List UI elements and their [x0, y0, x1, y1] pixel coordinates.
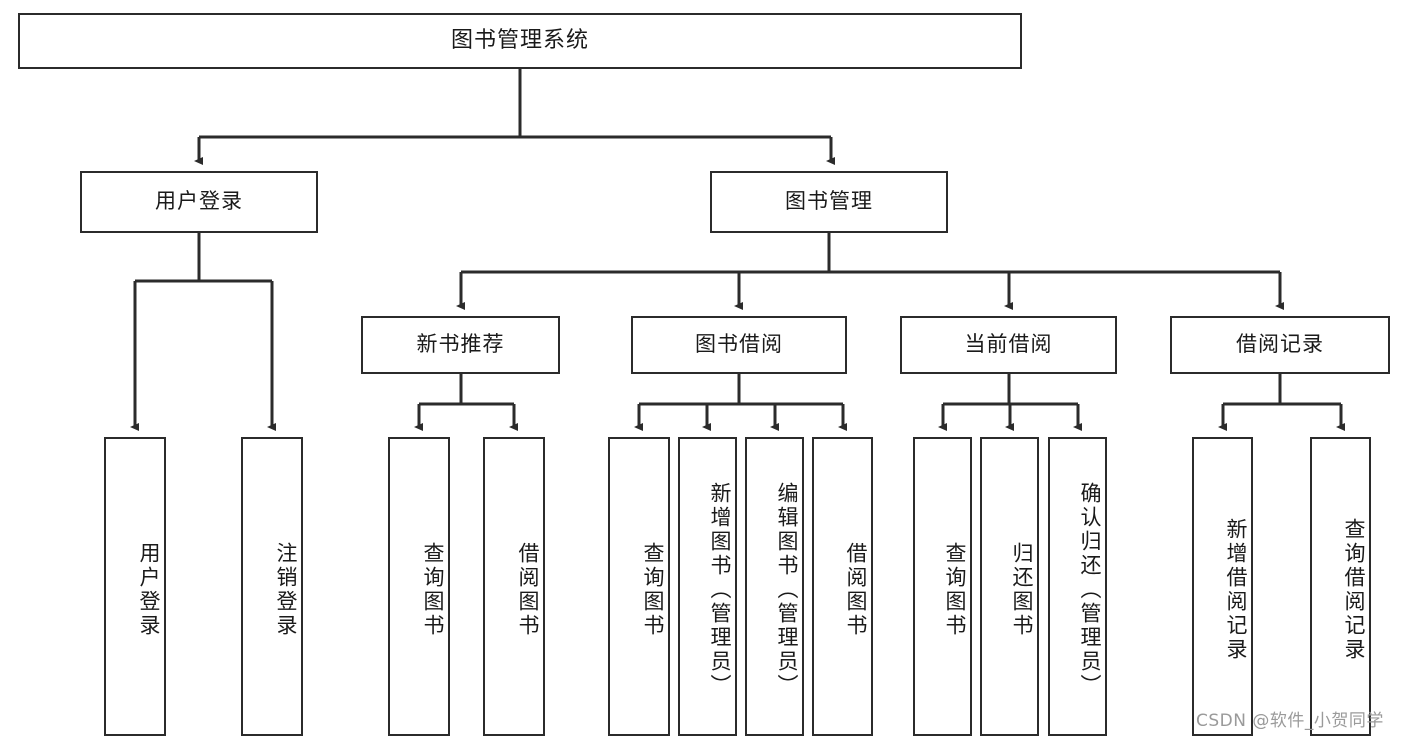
leaf-edit-book-admin-label: 编辑图书（管理员） — [775, 481, 799, 698]
leaf-query-book-recommend[interactable]: 查询图书 — [388, 437, 450, 736]
leaf-add-book-admin-label: 新增图书（管理员） — [708, 481, 732, 698]
leaf-query-book[interactable]: 查询图书 — [608, 437, 670, 736]
leaf-query-book-label: 查询图书 — [641, 541, 665, 638]
node-root-label: 图书管理系统 — [450, 27, 589, 53]
node-book-management-label: 图书管理 — [785, 189, 873, 214]
leaf-confirm-return-admin[interactable]: 确认归还（管理员） — [1048, 437, 1107, 736]
leaf-return-book-label: 归还图书 — [1010, 541, 1034, 638]
node-current-borrow-label: 当前借阅 — [964, 332, 1053, 357]
node-new-book-recommend-label: 新书推荐 — [416, 332, 505, 357]
node-user-login[interactable]: 用户登录 — [80, 171, 318, 233]
leaf-return-book[interactable]: 归还图书 — [980, 437, 1039, 736]
node-new-book-recommend[interactable]: 新书推荐 — [361, 316, 560, 374]
leaf-user-login[interactable]: 用户登录 — [104, 437, 166, 736]
leaf-query-book-recommend-label: 查询图书 — [421, 541, 445, 638]
node-book-management[interactable]: 图书管理 — [710, 171, 948, 233]
leaf-borrow-book-recommend[interactable]: 借阅图书 — [483, 437, 545, 736]
node-borrow-records-label: 借阅记录 — [1236, 332, 1324, 357]
node-book-borrow[interactable]: 图书借阅 — [631, 316, 847, 374]
leaf-edit-book-admin[interactable]: 编辑图书（管理员） — [745, 437, 804, 736]
node-current-borrow[interactable]: 当前借阅 — [900, 316, 1117, 374]
leaf-confirm-return-admin-label: 确认归还（管理员） — [1078, 481, 1102, 698]
leaf-user-login-label: 用户登录 — [137, 541, 161, 638]
leaf-query-book-current-label: 查询图书 — [943, 541, 967, 638]
leaf-borrow-book-recommend-label: 借阅图书 — [516, 541, 540, 638]
node-borrow-records[interactable]: 借阅记录 — [1170, 316, 1390, 374]
leaf-add-borrow-record-label: 新增借阅记录 — [1224, 517, 1248, 662]
leaf-query-book-current[interactable]: 查询图书 — [913, 437, 972, 736]
node-root[interactable]: 图书管理系统 — [18, 13, 1022, 69]
leaf-add-book-admin[interactable]: 新增图书（管理员） — [678, 437, 737, 736]
leaf-borrow-book-label: 借阅图书 — [844, 541, 868, 638]
leaf-add-borrow-record[interactable]: 新增借阅记录 — [1192, 437, 1253, 736]
node-user-login-label: 用户登录 — [155, 189, 243, 214]
leaf-query-borrow-record-label: 查询借阅记录 — [1342, 517, 1366, 662]
leaf-logout[interactable]: 注销登录 — [241, 437, 303, 736]
leaf-query-borrow-record[interactable]: 查询借阅记录 — [1310, 437, 1371, 736]
leaf-logout-label: 注销登录 — [274, 541, 298, 638]
csdn-watermark: CSDN @软件_小贺同学 — [1196, 711, 1384, 731]
leaf-borrow-book[interactable]: 借阅图书 — [812, 437, 873, 736]
node-book-borrow-label: 图书借阅 — [695, 332, 783, 357]
